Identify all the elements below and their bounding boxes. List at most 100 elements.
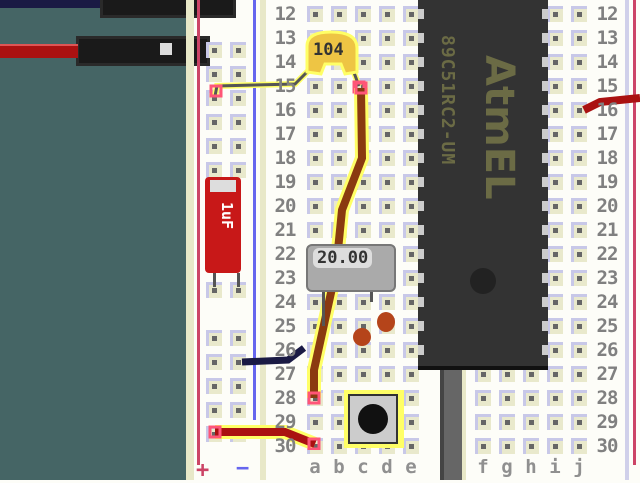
breadboard-hole[interactable] <box>403 174 419 190</box>
breadboard-hole[interactable] <box>571 198 587 214</box>
breadboard-hole[interactable] <box>230 402 246 418</box>
breadboard-hole[interactable] <box>230 282 246 298</box>
breadboard-hole[interactable] <box>379 342 395 358</box>
breadboard-hole[interactable] <box>331 150 347 166</box>
breadboard-hole[interactable] <box>307 294 323 310</box>
breadboard-hole[interactable] <box>230 42 246 58</box>
breadboard-hole[interactable] <box>403 126 419 142</box>
breadboard-hole[interactable] <box>331 78 347 94</box>
breadboard-hole[interactable] <box>230 378 246 394</box>
breadboard-hole[interactable] <box>307 102 323 118</box>
breadboard-hole[interactable] <box>547 246 563 262</box>
breadboard-hole[interactable] <box>230 354 246 370</box>
breadboard-hole[interactable] <box>355 366 371 382</box>
breadboard-hole[interactable] <box>403 342 419 358</box>
breadboard-hole[interactable] <box>547 222 563 238</box>
breadboard-hole[interactable] <box>547 342 563 358</box>
breadboard-hole[interactable] <box>403 30 419 46</box>
breadboard-hole[interactable] <box>307 6 323 22</box>
breadboard-hole[interactable] <box>547 126 563 142</box>
breadboard-hole[interactable] <box>547 198 563 214</box>
small-capacitor[interactable] <box>353 328 371 346</box>
breadboard-hole[interactable] <box>571 318 587 334</box>
breadboard-hole[interactable] <box>547 54 563 70</box>
breadboard-hole[interactable] <box>230 114 246 130</box>
breadboard-hole[interactable] <box>230 330 246 346</box>
breadboard-hole[interactable] <box>307 78 323 94</box>
push-button-cap[interactable] <box>358 404 388 434</box>
breadboard-hole[interactable] <box>547 294 563 310</box>
breadboard-hole[interactable] <box>403 78 419 94</box>
small-capacitor[interactable] <box>377 312 395 332</box>
wire-navy-top[interactable] <box>0 0 100 8</box>
breadboard-hole[interactable] <box>571 390 587 406</box>
wire-red-bottom[interactable] <box>205 420 325 450</box>
breadboard-hole[interactable] <box>571 246 587 262</box>
breadboard-hole[interactable] <box>331 6 347 22</box>
breadboard-hole[interactable] <box>403 294 419 310</box>
breadboard-hole[interactable] <box>475 390 491 406</box>
breadboard-hole[interactable] <box>379 78 395 94</box>
breadboard-hole[interactable] <box>571 102 587 118</box>
breadboard-hole[interactable] <box>379 198 395 214</box>
breadboard-hole[interactable] <box>230 162 246 178</box>
breadboard-hole[interactable] <box>206 42 222 58</box>
breadboard-hole[interactable] <box>307 126 323 142</box>
breadboard-hole[interactable] <box>206 162 222 178</box>
breadboard-hole[interactable] <box>547 390 563 406</box>
ceramic-capacitor[interactable] <box>205 28 375 108</box>
breadboard-hole[interactable] <box>571 270 587 286</box>
breadboard-hole[interactable] <box>355 6 371 22</box>
wire-red-right[interactable] <box>580 90 640 120</box>
breadboard-hole[interactable] <box>499 366 515 382</box>
breadboard-hole[interactable] <box>571 222 587 238</box>
breadboard-hole[interactable] <box>523 414 539 430</box>
breadboard-hole[interactable] <box>547 318 563 334</box>
breadboard-hole[interactable] <box>475 366 491 382</box>
breadboard-hole[interactable] <box>499 390 515 406</box>
header-plug-top[interactable] <box>100 0 236 18</box>
breadboard-hole[interactable] <box>547 270 563 286</box>
breadboard-hole[interactable] <box>571 342 587 358</box>
breadboard-hole[interactable] <box>307 198 323 214</box>
breadboard-hole[interactable] <box>571 30 587 46</box>
breadboard-hole[interactable] <box>331 174 347 190</box>
breadboard-hole[interactable] <box>403 222 419 238</box>
breadboard-hole[interactable] <box>355 198 371 214</box>
wire-red-left[interactable] <box>0 44 78 58</box>
breadboard-hole[interactable] <box>571 174 587 190</box>
breadboard-hole[interactable] <box>571 438 587 454</box>
breadboard-hole[interactable] <box>571 150 587 166</box>
breadboard-hole[interactable] <box>206 138 222 154</box>
breadboard-hole[interactable] <box>571 414 587 430</box>
breadboard-hole[interactable] <box>475 438 491 454</box>
breadboard-hole[interactable] <box>331 102 347 118</box>
breadboard-hole[interactable] <box>355 294 371 310</box>
breadboard-hole[interactable] <box>307 222 323 238</box>
breadboard-hole[interactable] <box>403 270 419 286</box>
breadboard-hole[interactable] <box>331 366 347 382</box>
breadboard-hole[interactable] <box>379 150 395 166</box>
breadboard-hole[interactable] <box>355 222 371 238</box>
breadboard-hole[interactable] <box>403 102 419 118</box>
breadboard-hole[interactable] <box>379 222 395 238</box>
breadboard-hole[interactable] <box>403 414 419 430</box>
breadboard-hole[interactable] <box>571 126 587 142</box>
breadboard-hole[interactable] <box>547 102 563 118</box>
breadboard-hole[interactable] <box>307 414 323 430</box>
breadboard-hole[interactable] <box>403 390 419 406</box>
breadboard-hole[interactable] <box>331 318 347 334</box>
breadboard-hole[interactable] <box>379 126 395 142</box>
breadboard-hole[interactable] <box>206 354 222 370</box>
breadboard-hole[interactable] <box>547 6 563 22</box>
breadboard-hole[interactable] <box>230 66 246 82</box>
breadboard-hole[interactable] <box>571 366 587 382</box>
wire-brown[interactable] <box>300 80 380 410</box>
breadboard-hole[interactable] <box>379 6 395 22</box>
breadboard-hole[interactable] <box>571 294 587 310</box>
breadboard-hole[interactable] <box>523 390 539 406</box>
breadboard-hole[interactable] <box>475 414 491 430</box>
breadboard-hole[interactable] <box>355 54 371 70</box>
breadboard-hole[interactable] <box>355 342 371 358</box>
breadboard-hole[interactable] <box>547 414 563 430</box>
